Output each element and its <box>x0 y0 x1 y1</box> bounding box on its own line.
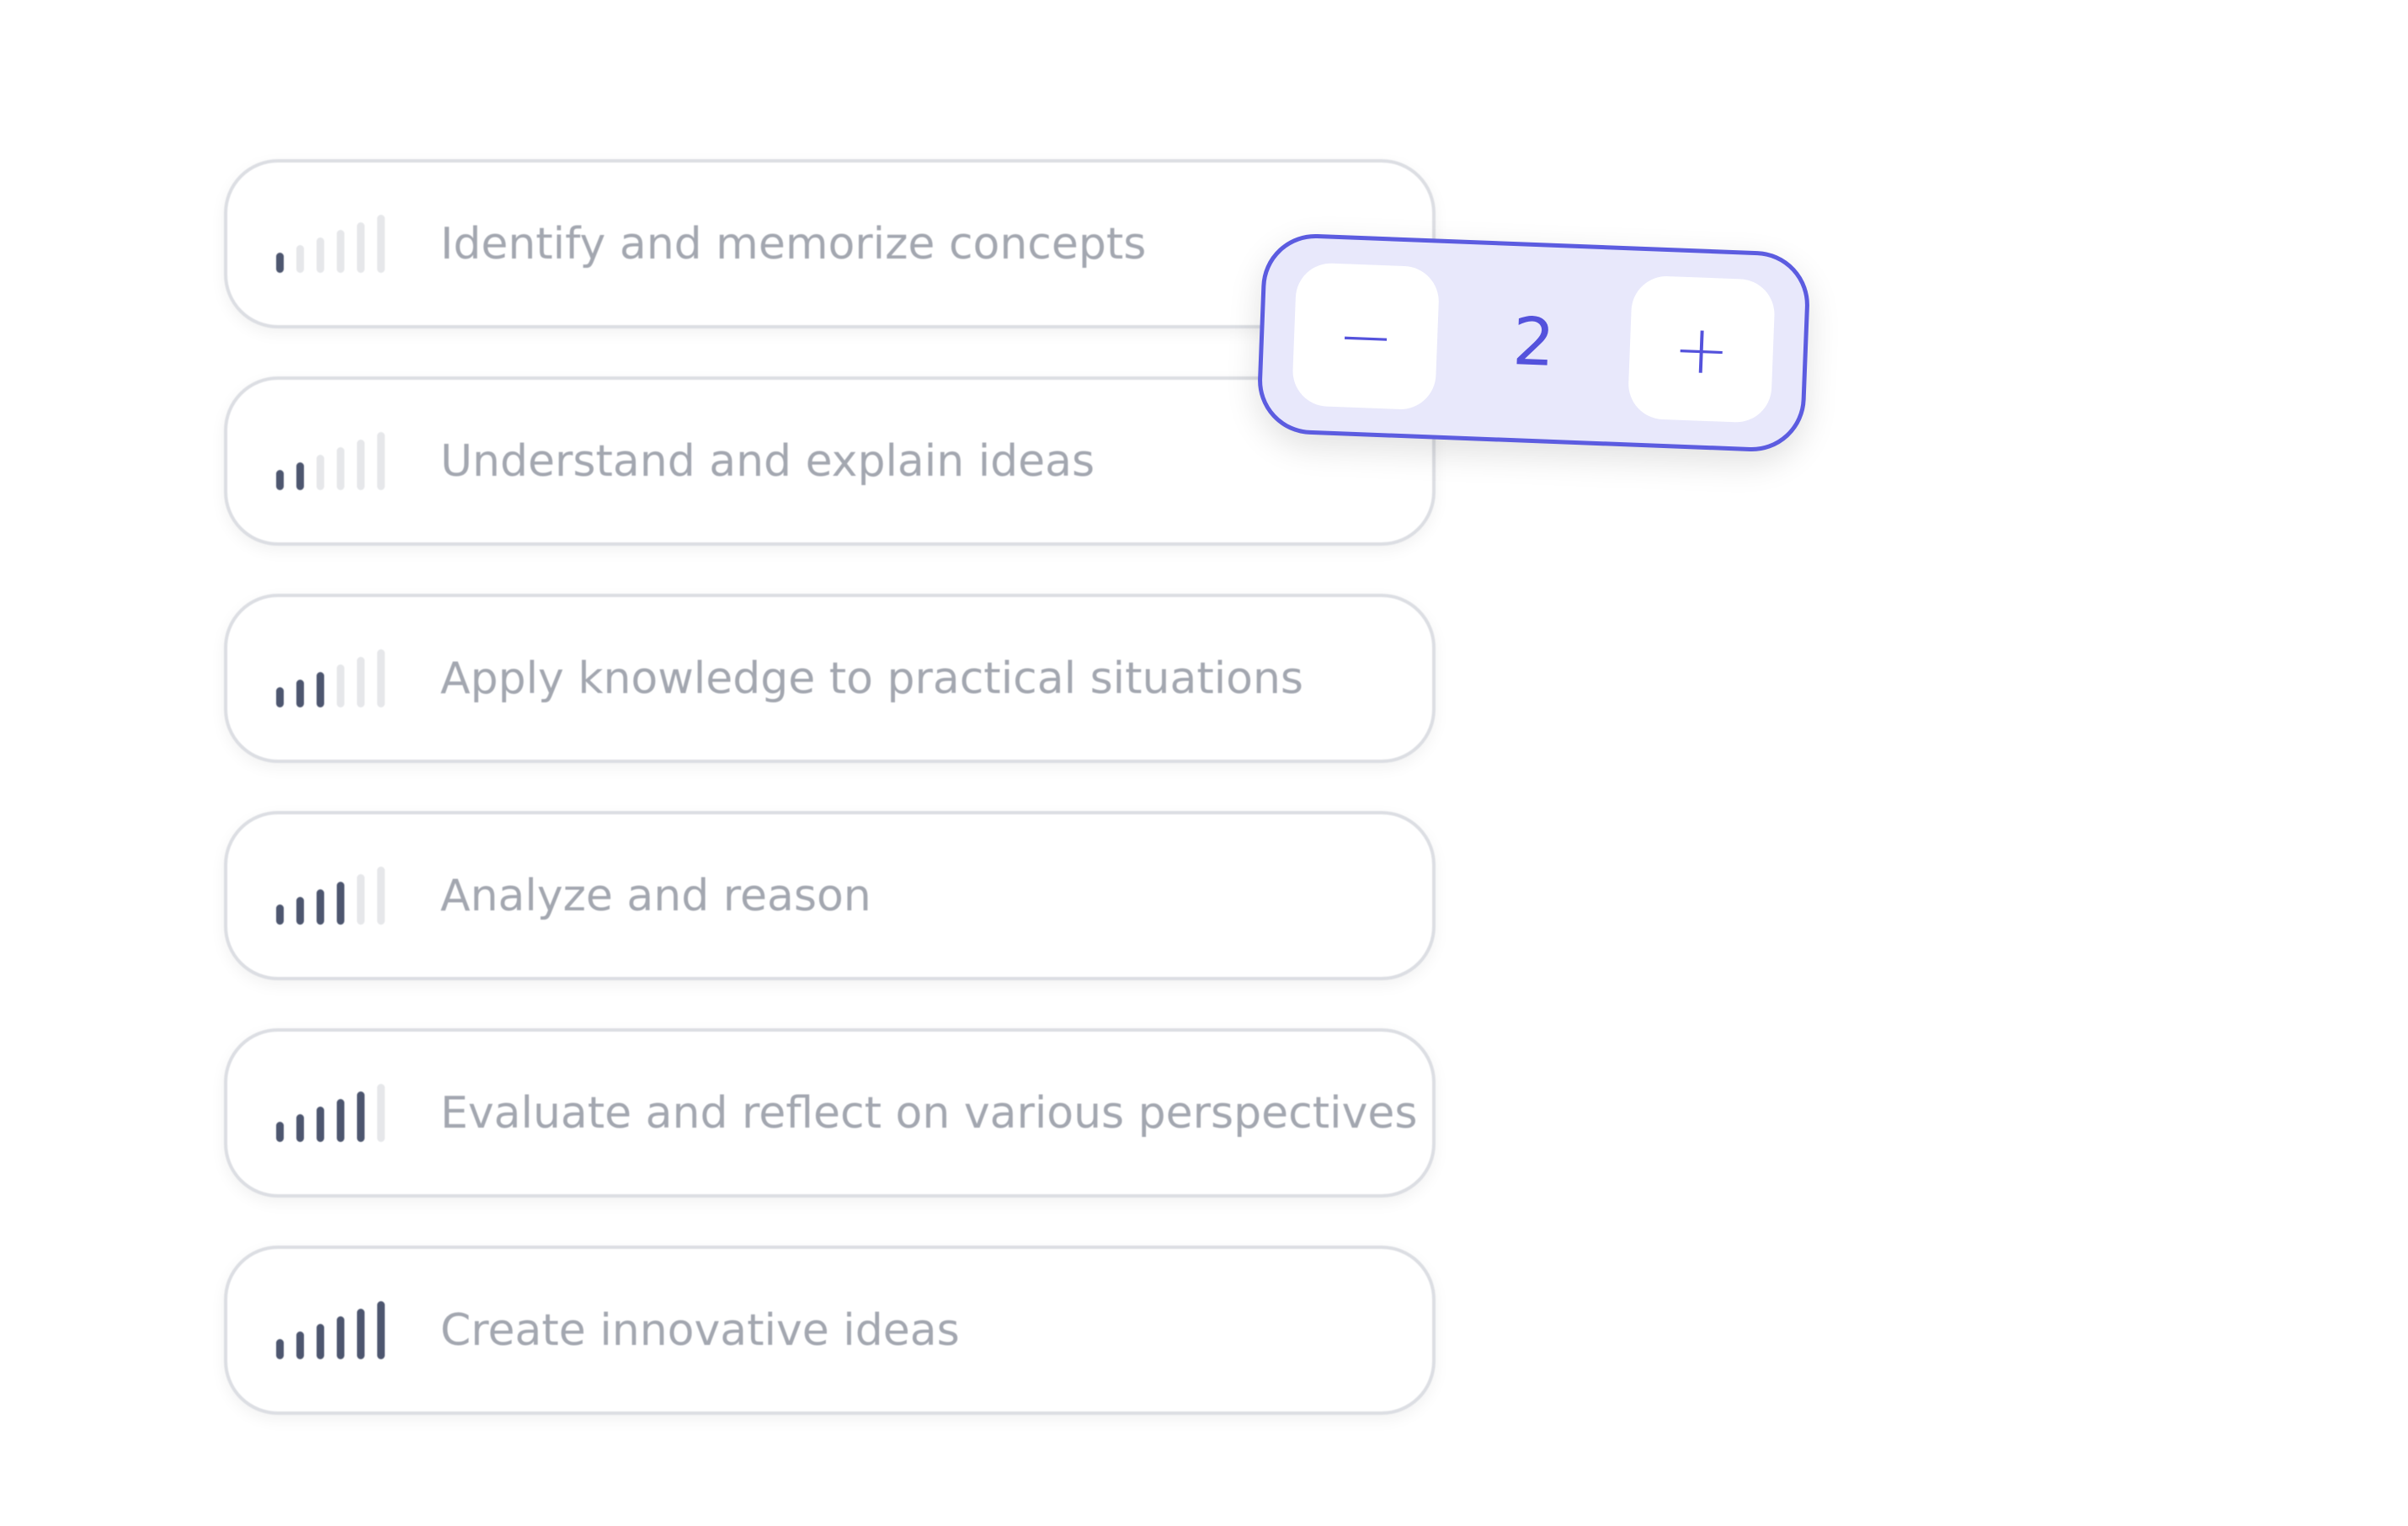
signal-bar <box>337 446 344 490</box>
increment-button[interactable]: + <box>1627 275 1777 424</box>
signal-level-icon <box>276 866 385 925</box>
level-option[interactable]: Identify and memorize concepts <box>224 159 1436 328</box>
level-label: Evaluate and reflect on various perspect… <box>440 1087 1418 1139</box>
signal-bar <box>276 904 284 925</box>
signal-bar <box>317 1323 324 1359</box>
signal-bar <box>357 221 365 273</box>
signal-bar <box>296 1331 304 1359</box>
signal-bar <box>357 1091 365 1142</box>
signal-bar <box>357 873 365 925</box>
signal-level-icon <box>276 214 385 273</box>
level-label: Create innovative ideas <box>440 1305 960 1356</box>
level-label: Understand and explain ideas <box>440 435 1095 487</box>
signal-bar <box>296 679 304 707</box>
signal-bar <box>337 1315 344 1359</box>
signal-bar <box>296 462 304 490</box>
signal-bar <box>337 664 344 707</box>
level-option[interactable]: Understand and explain ideas <box>224 376 1436 546</box>
level-label: Identify and memorize concepts <box>440 218 1147 269</box>
signal-bar <box>276 469 284 490</box>
signal-bar <box>276 686 284 707</box>
signal-bar <box>357 439 365 490</box>
signal-bar <box>296 896 304 925</box>
signal-bar <box>317 888 324 925</box>
signal-level-icon <box>276 1083 385 1142</box>
signal-bar <box>276 252 284 273</box>
signal-bar <box>377 866 385 925</box>
signal-bar <box>337 881 344 925</box>
signal-bar <box>317 454 324 490</box>
signal-bar <box>317 671 324 707</box>
level-option[interactable]: Apply knowledge to practical situations <box>224 594 1436 763</box>
signal-bar <box>296 1113 304 1142</box>
signal-bar <box>317 1106 324 1142</box>
signal-bar <box>377 214 385 273</box>
signal-bar <box>276 1338 284 1359</box>
signal-bar <box>276 1121 284 1142</box>
level-option[interactable]: Analyze and reason <box>224 811 1436 980</box>
level-stepper: − 2 + <box>1255 232 1812 454</box>
level-option[interactable]: Create innovative ideas <box>224 1246 1436 1415</box>
minus-icon: − <box>1335 296 1396 377</box>
level-label: Analyze and reason <box>440 870 871 921</box>
signal-level-icon <box>276 1300 385 1359</box>
signal-bar <box>296 244 304 273</box>
signal-bar <box>337 229 344 273</box>
signal-bar <box>377 1083 385 1142</box>
signal-bar <box>377 431 385 490</box>
signal-bar <box>317 237 324 273</box>
signal-bar <box>357 1308 365 1359</box>
signal-level-icon <box>276 648 385 707</box>
level-option[interactable]: Evaluate and reflect on various perspect… <box>224 1028 1436 1198</box>
level-label: Apply knowledge to practical situations <box>440 653 1304 704</box>
signal-bar <box>357 656 365 707</box>
decrement-button[interactable]: − <box>1291 262 1441 411</box>
stepper-value: 2 <box>1510 304 1557 382</box>
signal-level-icon <box>276 431 385 490</box>
signal-bar <box>337 1098 344 1142</box>
plus-icon: + <box>1671 308 1732 390</box>
signal-bar <box>377 1300 385 1359</box>
signal-bar <box>377 648 385 707</box>
